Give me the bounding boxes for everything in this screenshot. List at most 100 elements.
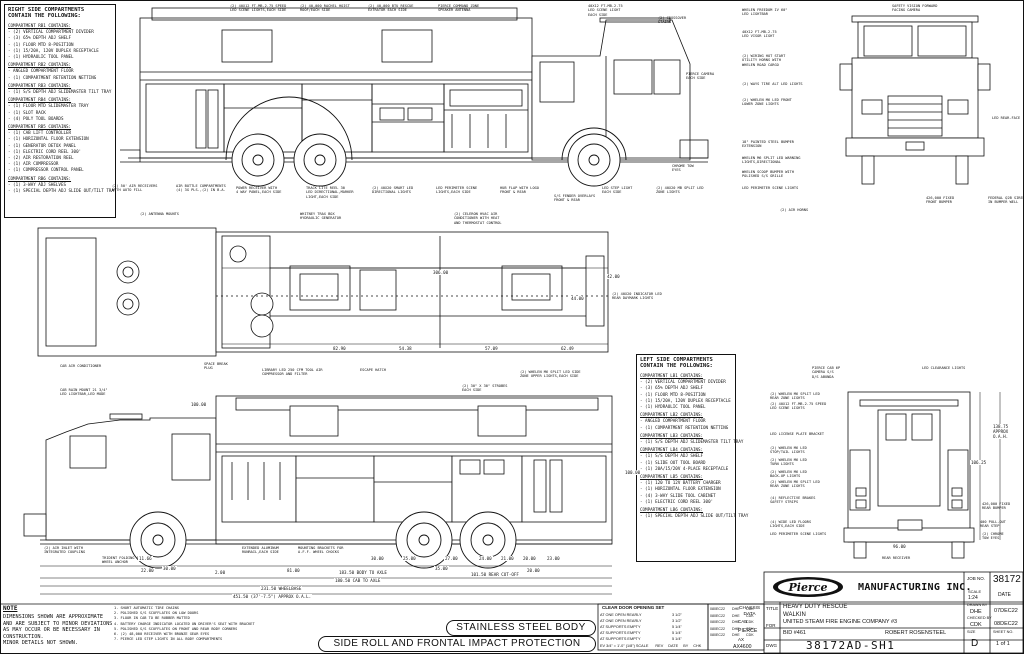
revision-cell: DHE <box>732 607 740 611</box>
right-side-compartments-box: RIGHT SIDE COMPARTMENTS CONTAIN THE FOLL… <box>4 4 116 218</box>
dimension-plan: 44.00 <box>570 296 585 301</box>
callout-side-bottom: (2) 50' AIR RECEIVERS WITH AUTO FILL <box>112 184 158 193</box>
compartment-line: - (1) GENERATOR DETOX PANEL <box>8 142 77 148</box>
compartment-line: COMPARTMENT LB2 CONTAINS: <box>640 412 704 418</box>
revision-cell: 080EC22 <box>710 633 725 637</box>
sheet-value: 1 of 1 <box>996 641 1010 647</box>
dimension-side: 20.00 <box>526 568 541 573</box>
date-checked-value: 08DEC22 <box>994 621 1018 627</box>
revision-cell: 080EC22 <box>710 607 725 611</box>
dimension-side: 231.50 WHEELBASE <box>260 586 303 591</box>
door-opening-value: 5 1/4" <box>672 631 682 635</box>
compartment-line: - (1) CAB LIFT CONTROLLER <box>8 130 72 136</box>
callout-front: SAFETY VISION FORWARD FACING CAMERA <box>892 4 938 13</box>
callout-plan: WHITNEY TRAX BOX HYDRAULIC GENERATOR <box>300 212 342 221</box>
callout-side-top: (2) 40X12 FT-MB-2.75 SPEED LED SCENE LIG… <box>230 4 287 13</box>
notes-list: 1. SHORT AUTOMATIC TIRE CHAINS 2. POLISH… <box>114 606 255 642</box>
compartment-line: - (1) 15/20A, 120V DUPLEX RECEPTACLE <box>8 47 99 53</box>
compartment-line: - (1) S/S DEPTH ADJ SLIDEMASTER TILT TRA… <box>640 439 744 445</box>
callout-plan: CAB AIR CONDITIONER <box>60 364 102 368</box>
door-opening-desc: AT ONE OPEN REARLY <box>600 613 642 617</box>
job-no-value: 38172 <box>993 574 1021 585</box>
compartment-line: COMPARTMENT RB2 CONTAINS: <box>8 62 72 68</box>
stainless-steel-body-banner: STAINLESS STEEL BODY <box>446 620 596 636</box>
callout-side-top: 40X12 FT-MB-2.75 LED SCENE LIGHT EACH SI… <box>588 4 623 17</box>
dimension-plan: 306.00 <box>432 270 450 275</box>
company-name: MANUFACTURING INC. <box>858 582 972 593</box>
callout-front: (2) WIRING HOT START UTILITY HORNS WITH … <box>742 54 786 67</box>
callout-plan: SPACE BREAK PLUG <box>204 362 228 371</box>
callout-side-top: (2) 40,000 RACHEL HOIST ROOF/EACH SIDE <box>300 4 350 13</box>
door-opening-title: CLEAR DOOR OPENING SET <box>602 605 665 610</box>
revision-cell: 080EC22 <box>710 613 725 618</box>
door-opening-row: AT SUPPORTS EMPTY 5 1/4" <box>600 630 706 636</box>
callout-side-bottom: TRACK LITE REEL 30 LED DIRECTIONAL,MARKE… <box>306 186 354 199</box>
callout-front: LED REAR-FACE <box>992 116 1021 120</box>
callout-rear: (2) WHELEN M6 LED TURN LIGHTS <box>770 458 807 467</box>
compartment-line: - (1) AIR COMPRESSOR <box>8 161 59 167</box>
left-side-elevation <box>23 395 613 545</box>
callout-rear: 400 PULL-OUT REAR STEP <box>980 520 1006 529</box>
compartment-line: - (1) FLOOR MTD 8-POSITION <box>640 391 706 397</box>
title-block-frame <box>0 571 1024 654</box>
revision-cell: 080EC22 <box>710 626 725 631</box>
revision-cell: CDK <box>746 633 754 637</box>
compartment-line: - (1) 15/20A, 120V DUPLEX RECEPTACLE <box>640 397 731 403</box>
side-roll-protection-banner: SIDE ROLL AND FRONTAL IMPACT PROTECTION <box>318 636 596 652</box>
checked-by-label: CHECKED BY <box>967 616 992 620</box>
revision-cell: DHE <box>732 613 740 618</box>
scale-note: EV 3/4" = 1'-0" (1/8") SCALE <box>600 644 649 648</box>
door-opening-desc: AT SUPPORTS EMPTY <box>600 631 641 635</box>
compartment-line: - (1) 3-WAY ADJ SHELVES <box>8 181 66 187</box>
door-opening-value: 3 1/2" <box>672 613 682 617</box>
callout-left-top: (2) 30" X 30" STROBES EACH SIDE <box>462 384 508 393</box>
compartment-line: - (2) VERTICAL COMPARTMENT DIVIDER <box>640 379 726 385</box>
callout-rear: (2) 40X12 FT-MB-2.75 SPEED LED SCENE LIG… <box>770 402 827 411</box>
right-side-elevation <box>120 7 709 163</box>
left-side-compartments-box: LEFT SIDE COMPARTMENTS CONTAIN THE FOLLO… <box>636 354 748 562</box>
callout-front: LED PERIMETER SCENE LIGHTS <box>742 186 799 190</box>
for-label: FOR <box>766 623 776 628</box>
compartment-line: COMPARTMENT RB5 CONTAINS: <box>8 124 72 130</box>
callout-rear: LED LICENSE PLATE BRACKET <box>770 432 825 436</box>
revision-cell: CDK <box>746 613 754 618</box>
dimension-side-heights: 100.00 <box>624 470 642 475</box>
callout-left-top: (2) WHELEN M6 SPLIT LED SIDE ZONE UPPER … <box>520 370 581 379</box>
callout-plan: LIBRARY LED 250 CFM TOOL AIR COMPRESSOR … <box>262 368 323 377</box>
compartment-line: - (1) HYDRAULIC TOOL PANEL <box>8 54 74 60</box>
compartment-line: - (1) HORIZONTAL FLOOR EXTENSION <box>8 136 89 142</box>
compartment-line: - (4) 3-WAY SLIDE TOOL CABINET <box>640 492 716 498</box>
size-label: SIZE <box>967 630 976 634</box>
callout-side-bottom: LED STEP LIGHT EACH SIDE <box>602 186 633 195</box>
date-drawn-value: 07DEC22 <box>994 608 1018 614</box>
compartment-line: COMPARTMENT LB6 CONTAINS: <box>640 507 704 513</box>
callout-rear: LED CLEARANCE LIGHTS <box>922 366 966 370</box>
chassis-data-label: CHASSIS DATA <box>739 606 761 617</box>
compartment-line: - (1) ELECTRIC CORD REEL 300' <box>640 498 714 504</box>
callout-front: (2) WAYS TIRE ALT LED LIGHTS <box>742 82 803 86</box>
chassis-ax-value: AX4600 <box>733 644 752 650</box>
dimension-plan: 54.38 <box>398 346 413 351</box>
compartment-line: - (1) COMPARTMENT RETENTION NETTING <box>8 74 97 80</box>
compartment-line: - (1) HORIZONTAL FLOOR EXTENSION <box>640 486 721 492</box>
date-label: DATE <box>998 592 1011 598</box>
dimension-side: 27.00 <box>444 556 459 561</box>
revision-cell: CDK <box>746 626 754 631</box>
dimension-plan: 62.49 <box>560 346 575 351</box>
dimension-side: 81.00 <box>286 568 301 573</box>
compartment-line: - (2) VERTICAL COMPARTMENT DIVIDER <box>8 29 94 35</box>
callout-plan: (2) CELERON HVAC AIR CONDITIONER WITH HE… <box>454 212 502 225</box>
callout-rear: REAR RECEIVER <box>882 556 911 560</box>
compartment-line: - (4) POLY TOOL BOARDS <box>8 115 64 121</box>
callout-rear: (2) WHELEN M6 LED STOP/TAIL LIGHTS <box>770 446 807 455</box>
callout-front: (2) AIR HORNS <box>780 208 809 212</box>
compartment-line: - (2) AIR RESTORATION REEL <box>8 155 74 161</box>
compartment-line: COMPARTMENT LB1 CONTAINS: <box>640 373 704 378</box>
callout-rear: 426,000 FIXED REAR BUMPER <box>982 502 1011 511</box>
compartment-line: COMPARTMENT LB3 CONTAINS: <box>640 432 704 438</box>
dimension-side: 24.00 <box>478 556 493 561</box>
